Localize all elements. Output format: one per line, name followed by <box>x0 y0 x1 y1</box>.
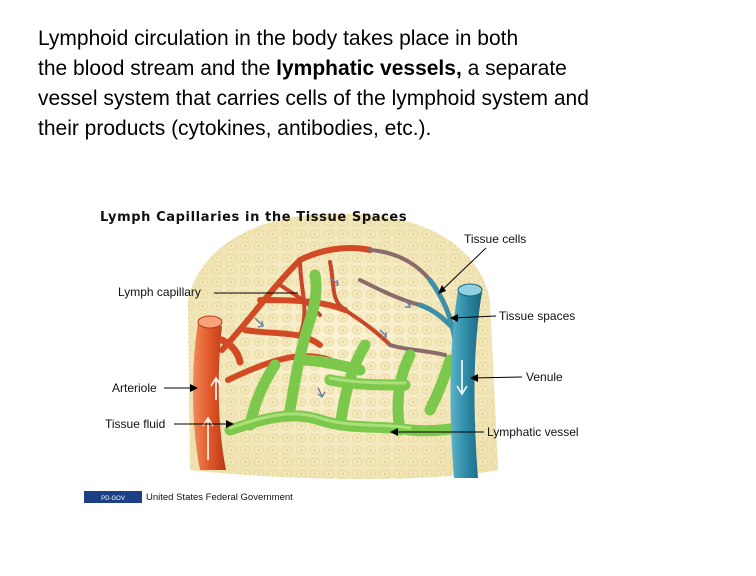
label-venule: Venule <box>526 370 563 384</box>
callout-lines <box>164 247 523 433</box>
credit-badge: PD-GOV <box>84 491 142 503</box>
intro-paragraph: Lymphoid circulation in the body takes p… <box>38 24 728 144</box>
label-tissue-fluid: Tissue fluid <box>105 417 165 431</box>
tissue-flow-arrows <box>254 277 411 399</box>
intro-emphasis: lymphatic vessels, <box>276 57 462 80</box>
label-tissue-cells: Tissue cells <box>464 232 526 246</box>
callout-arrowheads <box>190 285 478 436</box>
intro-line-2: the blood stream and the lymphatic vesse… <box>38 54 728 84</box>
tissue-background <box>188 213 498 479</box>
label-arteriole: Arteriole <box>112 381 157 395</box>
venule-vessel <box>450 283 483 478</box>
arteriole-flow-arrows <box>202 376 222 460</box>
arteriole-vessel <box>193 315 244 470</box>
intro-line-3: vessel system that carries cells of the … <box>38 87 589 110</box>
intro-line-2a: the blood stream and the <box>38 57 277 80</box>
credit-badge-text: PD-GOV <box>101 496 125 502</box>
intro-line-4: their products (cytokines, antibodies, e… <box>38 117 432 140</box>
lymph-capillary-network <box>224 269 476 437</box>
label-lymph-capillary: Lymph capillary <box>118 285 201 299</box>
label-tissue-spaces: Tissue spaces <box>499 309 575 323</box>
lymph-capillary-highlights <box>228 376 412 430</box>
venule-flow-arrow <box>456 360 468 396</box>
intro-line-1: Lymphoid circulation in the body takes p… <box>38 27 519 50</box>
label-lymphatic-vessel: Lymphatic vessel <box>487 425 579 439</box>
figure-title: Lymph Capillaries in the Tissue Spaces <box>100 210 407 225</box>
intro-line-2c: a separate <box>461 57 567 80</box>
credit-text: United States Federal Government <box>146 492 293 503</box>
